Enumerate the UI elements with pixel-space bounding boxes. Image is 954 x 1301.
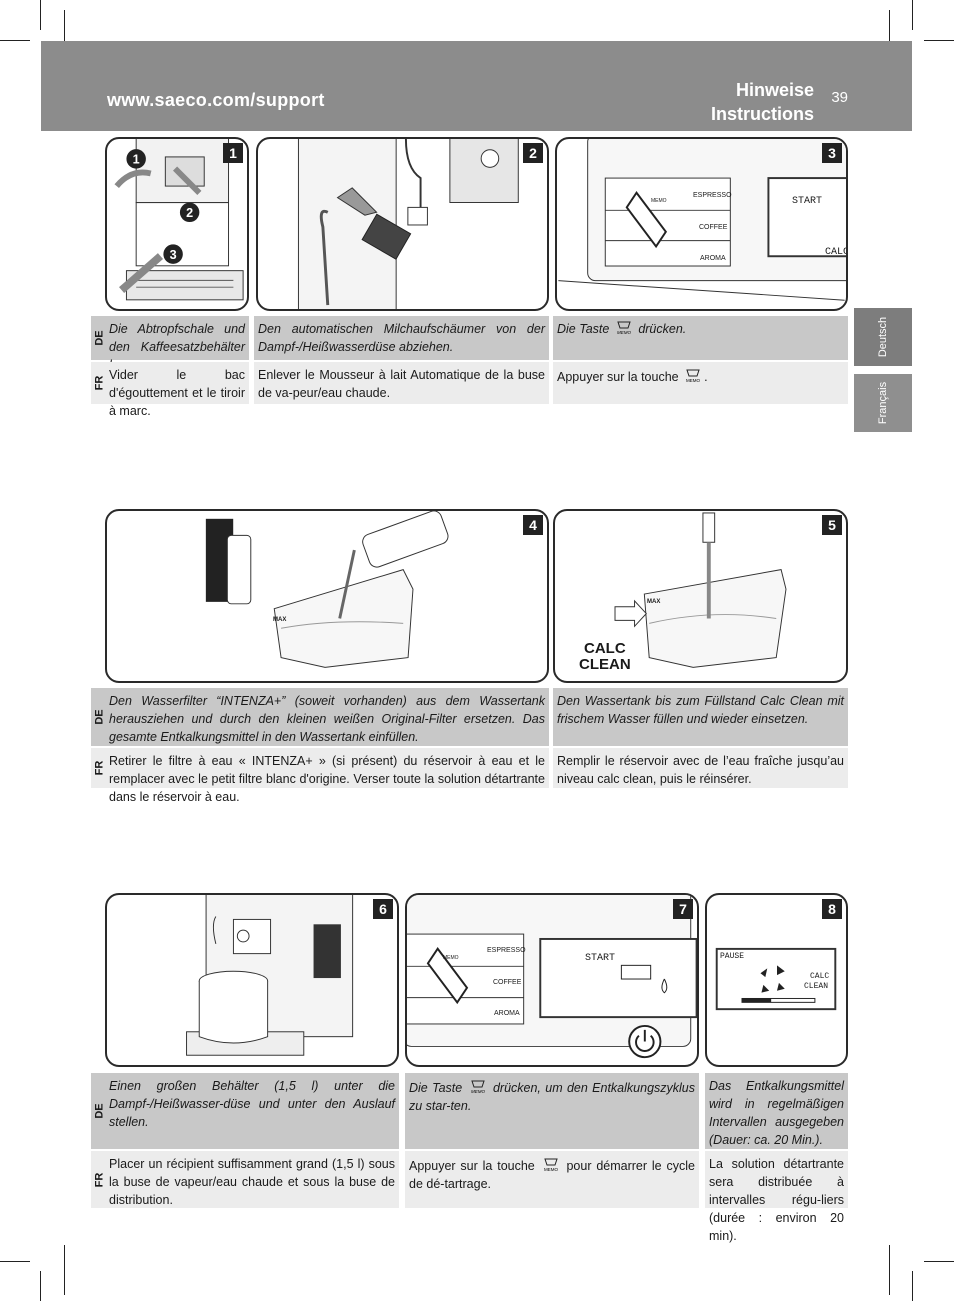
tank-max-label: MAX <box>647 599 661 605</box>
illustration-step-1: 1 2 3 1 <box>105 137 249 311</box>
display-clean-text: CLEAN <box>804 982 829 991</box>
crop-mark <box>40 1271 41 1301</box>
lang-label-fr: FR <box>91 1151 108 1208</box>
coffee-machine-drip-tray-illustration: 1 2 3 <box>114 139 244 301</box>
crop-mark <box>40 0 41 30</box>
espresso-button-label: ESPRESSO <box>487 947 526 954</box>
illustration-step-7: ESPRESSO COFFEE AROMA MEMO START 7 <box>405 893 699 1067</box>
step-number-6: 6 <box>373 899 393 919</box>
memo-cup-icon: MEMO <box>544 1158 558 1172</box>
illustration-step-8: PAUSE CALC CLEAN 8 <box>705 893 848 1067</box>
step-3-text-de: Die Taste MEMO drücken. <box>553 316 848 360</box>
illustration-step-3: ESPRESSO COFFEE AROMA MEMO START CALC 3 <box>555 137 848 311</box>
tab-francais-label: Français <box>877 381 889 425</box>
memo-cup-icon: MEMO <box>686 369 701 383</box>
step-number-8: 8 <box>822 899 842 919</box>
display-start-text: START <box>585 953 616 964</box>
crop-mark <box>64 10 65 60</box>
tab-deutsch-label: Deutsch <box>876 316 889 358</box>
step-1-text-de: Die Abtropfschale und den Kaffeesatzbehä… <box>105 316 249 372</box>
svg-text:MEMO: MEMO <box>471 1089 485 1094</box>
crop-mark <box>889 10 890 60</box>
display-calc-text: CALC <box>810 972 830 981</box>
crop-mark <box>889 1245 890 1295</box>
aroma-button-label: AROMA <box>494 1010 520 1017</box>
step-2-text-fr: Enlever le Mousseur à lait Automatique d… <box>254 362 549 404</box>
coffee-button-label: COFFEE <box>699 224 728 231</box>
svg-text:1: 1 <box>133 153 140 167</box>
svg-text:MEMO: MEMO <box>686 378 700 383</box>
svg-text:3: 3 <box>170 248 177 262</box>
step-number-3: 3 <box>822 143 842 163</box>
illustration-step-5: MAX CALC CLEAN 5 <box>553 509 848 683</box>
display-pause-text: PAUSE <box>720 952 745 961</box>
section-title-fr: Instructions <box>710 104 814 124</box>
crop-mark <box>924 40 954 41</box>
step-6-text-fr: Placer un récipient suffisamment grand (… <box>105 1151 399 1208</box>
section-title: Hinweise Instructions <box>711 78 814 126</box>
descaler-pour-illustration <box>205 511 449 668</box>
step-number-4: 4 <box>523 515 543 535</box>
crop-mark <box>64 1245 65 1295</box>
step-number-5: 5 <box>822 515 842 535</box>
step-7-text-fr: Appuyer sur la touche MEMO pour démarrer… <box>405 1151 699 1208</box>
step-number-7: 7 <box>673 899 693 919</box>
page-header: www.saeco.com/support Hinweise Instructi… <box>41 41 912 131</box>
memo-button-label: MEMO <box>651 198 667 204</box>
lang-label-fr: FR <box>91 362 108 404</box>
illustration-step-6: 6 <box>105 893 399 1067</box>
step-number-2: 2 <box>523 143 543 163</box>
step-1-text-fr: Vider le bac d'égouttement et le tiroir … <box>105 362 249 418</box>
container-under-spout-illustration <box>186 895 354 1056</box>
step-4-text-de: Den Wasserfilter “INTENZA+” (soweit vorh… <box>105 688 549 746</box>
crop-mark <box>912 1271 913 1301</box>
milk-frother-removal-illustration <box>297 139 519 309</box>
tab-francais[interactable]: Français <box>854 374 912 432</box>
lang-label-de: DE <box>91 1073 108 1149</box>
step-4-text-fr: Retirer le filtre à eau « INTENZA+ » (si… <box>105 748 549 804</box>
display-calc-text: CALC <box>825 247 848 258</box>
step-8-text-fr: La solution détartrante sera distribuée … <box>705 1151 848 1243</box>
coffee-button-label: COFFEE <box>493 979 522 986</box>
step-5-text-fr: Remplir le réservoir avec de l’eau fraîc… <box>553 748 848 788</box>
svg-text:2: 2 <box>186 206 193 220</box>
crop-mark <box>0 40 30 41</box>
crop-mark <box>924 1261 954 1262</box>
display-start-text: START <box>792 196 823 207</box>
step-number-1: 1 <box>223 143 243 163</box>
water-tank-fill-illustration <box>614 512 787 668</box>
tank-max-label: MAX <box>273 617 287 623</box>
illustration-step-4: MAX 4 <box>105 509 549 683</box>
lang-label-fr: FR <box>91 748 108 788</box>
crop-mark <box>0 1261 30 1262</box>
svg-text:MEMO: MEMO <box>544 1167 558 1172</box>
page-number: 39 <box>831 89 848 106</box>
crop-mark <box>912 0 913 30</box>
step-3-text-fr: Appuyer sur la touche MEMO. <box>553 362 848 404</box>
aroma-button-label: AROMA <box>700 255 726 262</box>
calc-clean-level-label: CALC CLEAN <box>579 640 631 673</box>
lang-label-de: DE <box>91 688 108 746</box>
section-title-de: Hinweise <box>735 80 814 100</box>
step-8-text-de: Das Entkalkungsmittel wird in regelmäßig… <box>705 1073 848 1149</box>
svg-text:MEMO: MEMO <box>617 330 631 335</box>
step-7-text-de: Die Taste MEMO drücken, um den Entkalkun… <box>405 1073 699 1149</box>
memo-cup-icon: MEMO <box>617 321 631 335</box>
memo-button-label: MEMO <box>443 955 459 961</box>
step-5-text-de: Den Wassertank bis zum Füllstand Calc Cl… <box>553 688 848 746</box>
tab-deutsch[interactable]: Deutsch <box>854 308 912 366</box>
illustration-step-2: 2 <box>256 137 549 311</box>
step-2-text-de: Den automatischen Milchaufschäumer von d… <box>254 316 549 360</box>
step-6-text-de: Einen großen Behälter (1,5 l) unter die … <box>105 1073 399 1149</box>
support-url[interactable]: www.saeco.com/support <box>107 90 325 110</box>
power-icon[interactable] <box>633 1029 665 1061</box>
espresso-button-label: ESPRESSO <box>693 192 732 199</box>
lang-label-de: DE <box>91 316 108 360</box>
memo-cup-icon: MEMO <box>471 1080 485 1094</box>
